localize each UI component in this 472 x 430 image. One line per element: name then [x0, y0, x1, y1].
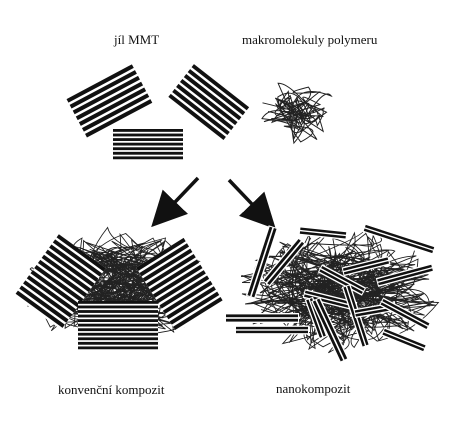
- arrow-to-nanocomposite: [227, 178, 276, 230]
- exfoliated-clay-platelets: [225, 223, 436, 363]
- clay-platelet: [341, 255, 391, 277]
- clay-platelet: [304, 296, 328, 340]
- polymer-chain: [240, 231, 430, 342]
- conventional-clay-stacks: [14, 234, 224, 351]
- clay-stack: [14, 234, 106, 330]
- nanocomposite-label: nanokompozit: [276, 381, 351, 396]
- clay-stack: [78, 301, 158, 351]
- mmt-clay-stacks: [66, 64, 250, 161]
- clay-platelet: [225, 313, 299, 323]
- clay-platelet: [302, 289, 358, 311]
- polymer-chain: [261, 82, 333, 145]
- clay-platelet: [317, 264, 367, 296]
- clay-stack: [136, 237, 224, 333]
- arrows: [151, 176, 276, 230]
- arrow-to-conventional: [151, 176, 200, 228]
- clay-platelet: [375, 263, 435, 287]
- clay-platelet: [298, 226, 348, 240]
- clay-platelet: [311, 297, 349, 363]
- polymer-label: makromolekuly polymeru: [242, 32, 378, 47]
- clay-platelet: [245, 225, 279, 299]
- clay-label: jíl MMT: [114, 32, 160, 47]
- clay-platelet: [380, 327, 428, 353]
- clay-platelet: [262, 237, 306, 287]
- clay-platelet: [235, 325, 309, 335]
- clay-stack: [113, 129, 183, 161]
- clay-platelet: [362, 223, 436, 255]
- polymer-chain: [274, 86, 328, 134]
- polymer-macromolecule-coil: [261, 82, 333, 145]
- clay-platelet: [379, 297, 431, 331]
- clay-stack: [166, 64, 250, 142]
- clay-stack: [66, 64, 154, 140]
- conventional-composite-label: konvenční kompozit: [58, 382, 165, 397]
